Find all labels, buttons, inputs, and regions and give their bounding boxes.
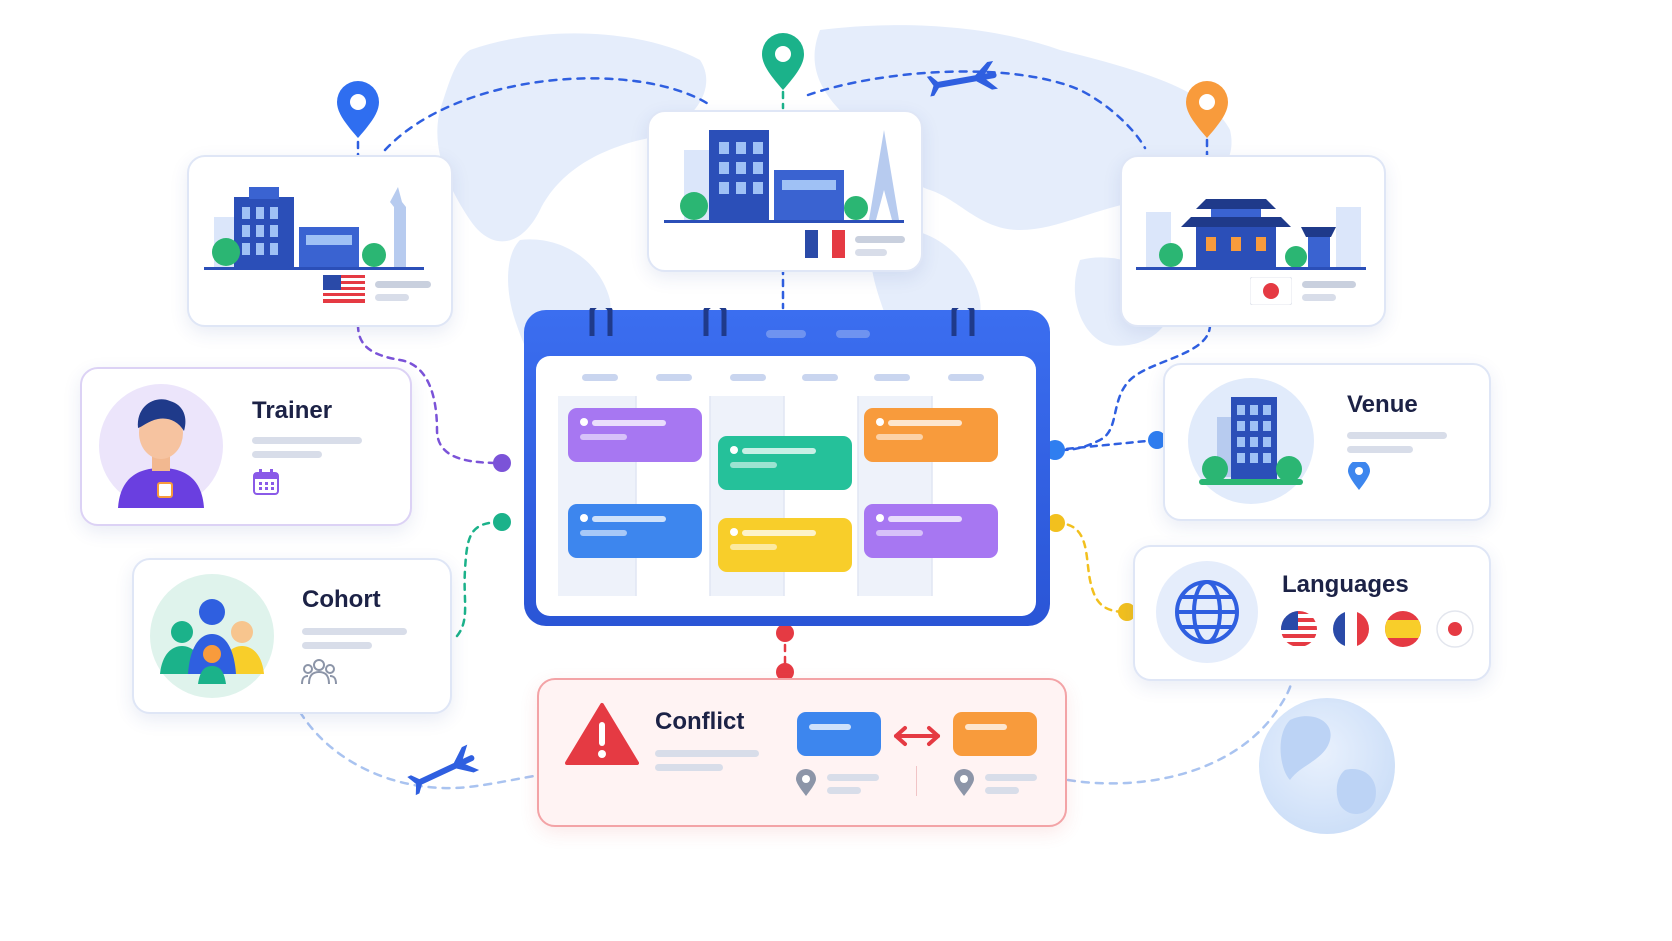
placeholder-line <box>302 628 407 635</box>
location-pin-icon <box>337 81 379 138</box>
placeholder-line <box>655 750 759 757</box>
globe-language-icon <box>1156 561 1258 663</box>
flight-routes <box>298 70 1294 790</box>
globe-icon <box>1259 698 1395 834</box>
france-flag <box>805 230 845 258</box>
placeholder-line <box>252 437 362 444</box>
trainer-card: Trainer <box>80 367 412 526</box>
conflicting-session-b <box>953 712 1037 756</box>
city-skyline-illustration <box>664 130 904 223</box>
calendar-event[interactable] <box>568 504 702 558</box>
location-card-usa <box>187 155 453 327</box>
placeholder-line <box>985 774 1037 781</box>
connector-dots <box>493 431 1166 681</box>
airplane-icon <box>407 744 480 796</box>
japan-flag <box>1250 277 1292 305</box>
airplane-icon <box>926 61 998 97</box>
languages-card: Languages <box>1133 545 1491 681</box>
location-card-france <box>647 110 923 272</box>
france-flag <box>1333 611 1369 647</box>
location-pin-icon <box>796 769 816 796</box>
cohort-group-icon <box>150 574 274 698</box>
usa-flag <box>1281 611 1317 647</box>
city-skyline-illustration <box>1136 199 1366 270</box>
conflict-arrow-icon <box>894 726 940 746</box>
location-pin-icon <box>1186 81 1228 138</box>
conflict-card: Conflict <box>537 678 1067 827</box>
placeholder-line <box>855 236 905 243</box>
placeholder-line <box>985 787 1019 794</box>
calendar-event[interactable] <box>718 518 852 572</box>
calendar-event[interactable] <box>864 408 998 462</box>
location-pin-icon <box>1348 462 1370 490</box>
calendar-rings <box>589 308 975 336</box>
people-icon <box>301 659 337 685</box>
placeholder-line <box>1347 446 1413 453</box>
conflict-title: Conflict <box>655 708 745 735</box>
languages-title: Languages <box>1282 571 1409 598</box>
placeholder-line <box>1347 432 1447 439</box>
placeholder-line <box>827 787 861 794</box>
conflicting-session-a <box>797 712 881 756</box>
calendar-icon <box>253 469 279 495</box>
placeholder-line <box>1302 294 1336 301</box>
trainer-title: Trainer <box>252 397 333 424</box>
venue-title: Venue <box>1347 391 1418 418</box>
placeholder-line <box>1302 281 1356 288</box>
calendar-event[interactable] <box>864 504 998 558</box>
calendar-event[interactable] <box>568 408 702 462</box>
venue-card: Venue <box>1163 363 1491 521</box>
spain-flag <box>1385 611 1421 647</box>
placeholder-line <box>375 294 409 301</box>
cohort-card: Cohort <box>132 558 452 714</box>
placeholder-line <box>302 642 372 649</box>
location-pin-icon <box>954 769 974 796</box>
placeholder-line <box>252 451 322 458</box>
usa-flag <box>323 275 365 303</box>
placeholder-line <box>655 764 723 771</box>
cohort-title: Cohort <box>302 586 381 613</box>
placeholder-line <box>827 774 879 781</box>
warning-icon <box>565 703 639 765</box>
city-skyline-illustration <box>204 187 424 270</box>
location-card-japan <box>1120 155 1386 327</box>
divider <box>916 766 917 796</box>
placeholder-line <box>375 281 431 288</box>
placeholder-line <box>855 249 887 256</box>
japan-flag <box>1436 610 1474 648</box>
calendar-event[interactable] <box>718 436 852 490</box>
venue-building-illustration <box>1188 378 1314 504</box>
location-pin-icon <box>762 33 804 90</box>
trainer-avatar <box>99 384 223 508</box>
calendar-board <box>520 308 1052 630</box>
